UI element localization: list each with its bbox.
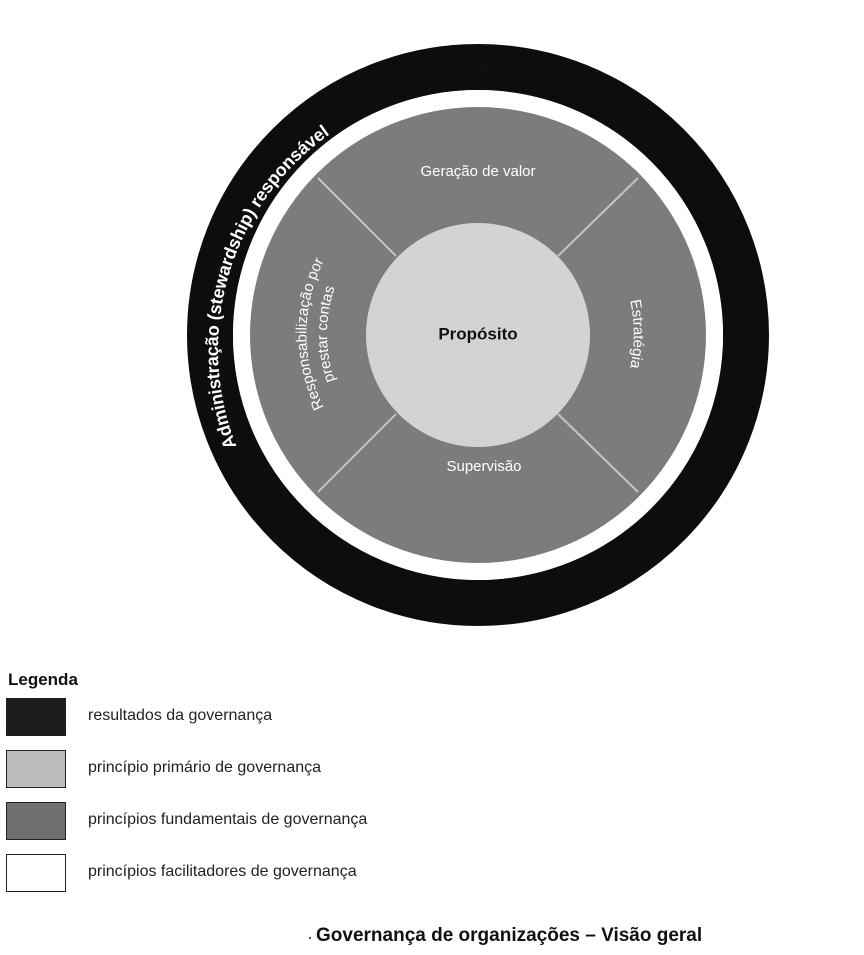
figure-caption: Governança de organizações – Visão geral [316,925,703,946]
governance-diagram: Propósito Geração de valor Supervisão Es… [187,44,769,626]
legend-swatch-black [6,698,66,736]
purpose-label: Propósito [438,324,517,343]
primary-principle-circle [366,223,590,447]
outcome-ring [187,44,769,626]
legend-label: princípios fundamentais de governança [88,811,368,828]
value-generation-label: Geração de valor [420,163,535,180]
legend-swatch-white [6,854,66,892]
segment-dividers [317,177,639,493]
legend-label: princípios facilitadores de governança [88,863,357,880]
legend-swatch-light-gray [6,750,66,788]
legend-label: princípio primário de governança [88,759,322,776]
strategy-label: Estratégia [626,298,647,370]
legend-title: Legenda [8,670,78,689]
oversight-label: Supervisão [446,458,521,475]
legend-label: resultados da governança [88,707,273,724]
legend-swatch-dark-gray [6,802,66,840]
caption-bullet [309,937,311,939]
